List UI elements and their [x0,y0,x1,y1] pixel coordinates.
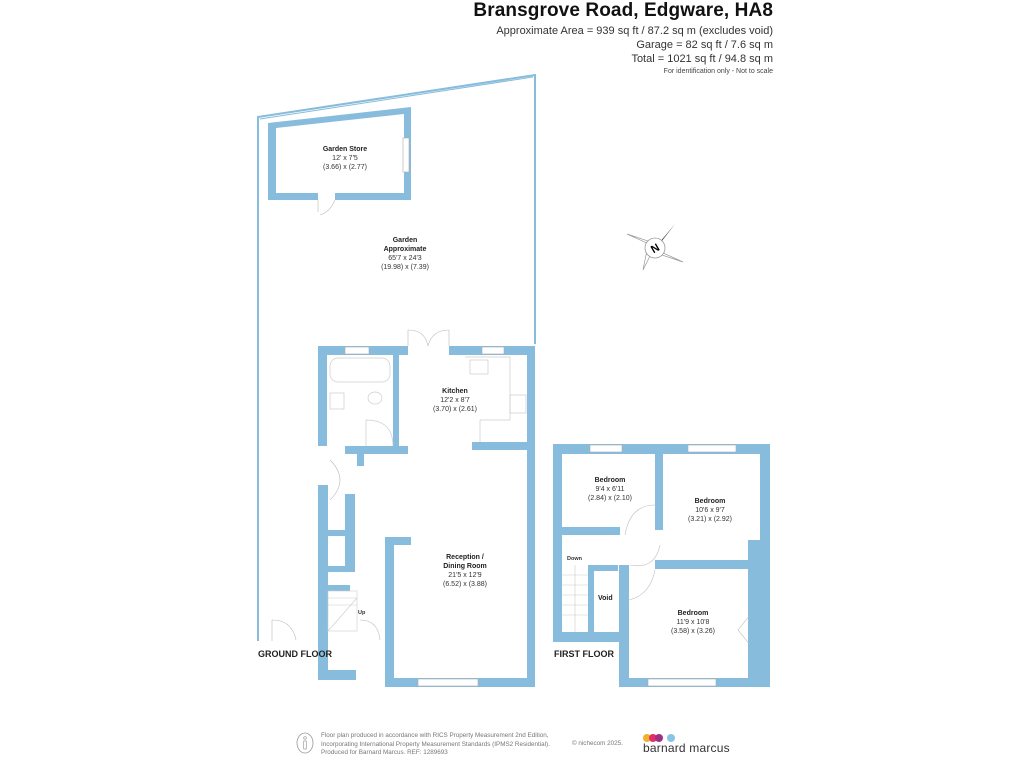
kitchen-units [465,356,527,442]
info-icon [296,732,314,754]
ground-floor-windows [344,346,505,687]
first-floor-windows [589,444,737,687]
stairs-up-label: Up [358,610,366,616]
north-compass-icon [626,224,684,271]
door-swings [271,329,450,641]
total-area-text: Total = 1021 sq ft / 94.8 sq m [631,53,773,65]
stairs-down-label: Down [567,556,582,562]
room-label-bedroom-2: Bedroom 10'6 x 9'7 (3.21) x (2.92) [688,498,732,523]
ground-floor-label: GROUND FLOOR [258,649,332,659]
room-label-reception: Reception / Dining Room 21'5 x 12'9 (6.5… [443,554,487,588]
room-label-kitchen: Kitchen 12'2 x 8'7 (3.70) x (2.61) [433,388,477,413]
void-label: Void [598,595,613,602]
garden-store-window [402,137,410,173]
brand-logo-dots [643,729,675,747]
bathroom-fixtures [329,357,394,447]
room-label-bedroom-1: Bedroom 9'4 x 6'11 (2.84) x (2.10) [588,477,632,502]
garden-store-door [317,199,336,216]
brand-logo-text: barnard marcus [643,741,730,755]
room-label-garden: Garden Approximate 65'7 x 24'3 (19.98) x… [381,237,429,271]
first-floor-stairs [562,565,588,632]
not-to-scale-disclaimer: For identification only - Not to scale [663,68,773,75]
garage-area-text: Garage = 82 sq ft / 7.6 sq m [636,39,773,51]
room-label-garden-store: Garden Store 12' x 7'5 (3.66) x (2.77) [322,146,368,171]
garden-boundary [257,73,536,641]
approximate-area-text: Approximate Area = 939 sq ft / 87.2 sq m… [496,25,773,37]
first-floor-door-swings [624,504,751,646]
property-address-title: Bransgrove Road, Edgware, HA8 [473,0,773,21]
ground-stairs [327,590,358,632]
room-label-bedroom-3: Bedroom 11'9 x 10'8 (3.58) x (3.26) [671,610,715,635]
rics-disclaimer: Floor plan produced in accordance with R… [321,732,550,756]
first-floor-label: FIRST FLOOR [554,649,614,659]
copyright-text: © nichecom 2025. [572,740,623,747]
